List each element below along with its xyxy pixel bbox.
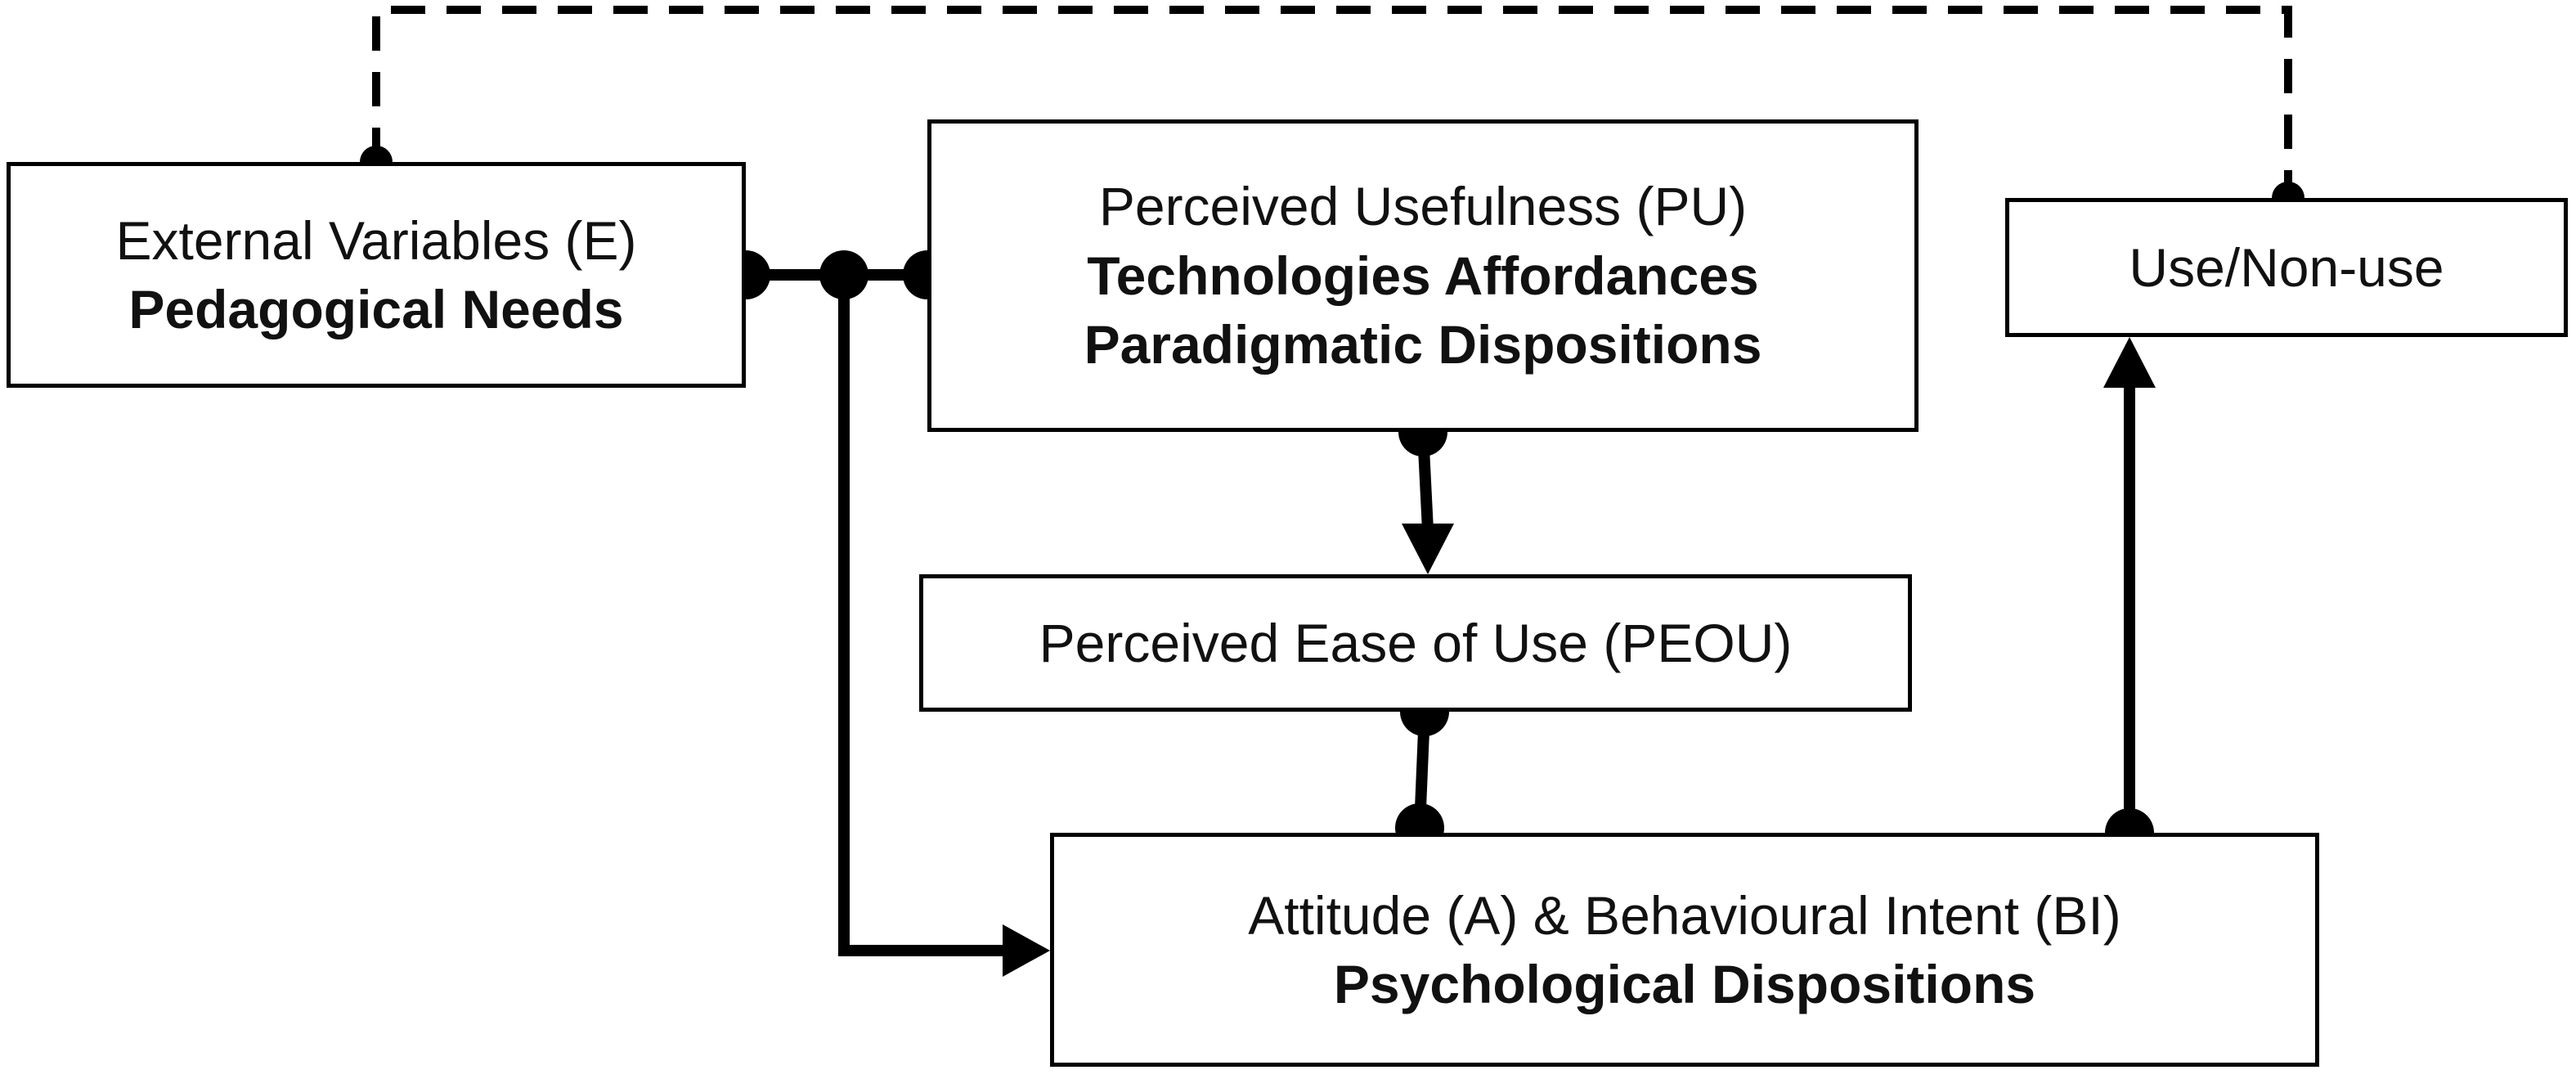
attitude-to-use-arrowhead [2103,337,2156,388]
psychological-dispositions-label: Psychological Dispositions [1333,954,2036,1014]
dashed-feedback-line [372,6,2292,198]
attitude-intent-box: Attitude (A) & Behavioural Intent (BI) P… [1050,833,2319,1067]
perceived-usefulness-label: Perceived Usefulness (PU) [1098,176,1748,237]
attitude-intent-label: Attitude (A) & Behavioural Intent (BI) [1248,884,2121,946]
external-variables-label: External Variables (E) [115,209,637,271]
paradigmatic-dispositions-label: Paradigmatic Dispositions [1084,314,1762,375]
external-to-attitude-line [838,275,1008,956]
perceived-usefulness-box: Perceived Usefulness (PU) Technologies A… [927,119,1919,432]
use-non-use-label: Use/Non-use [2129,236,2444,298]
use-non-use-box: Use/Non-use [2005,198,2568,337]
external-to-attitude-arrowhead [1003,924,1050,977]
external-variables-box: External Variables (E) Pedagogical Needs [7,162,746,388]
pedagogical-needs-label: Pedagogical Needs [128,279,624,339]
technologies-affordances-label: Technologies Affordances [1087,245,1759,306]
perceived-ease-of-use-label: Perceived Ease of Use (PEOU) [1039,612,1793,673]
perceived-ease-of-use-box: Perceived Ease of Use (PEOU) [919,574,1912,712]
pu-to-peou-arrowhead [1402,524,1454,574]
